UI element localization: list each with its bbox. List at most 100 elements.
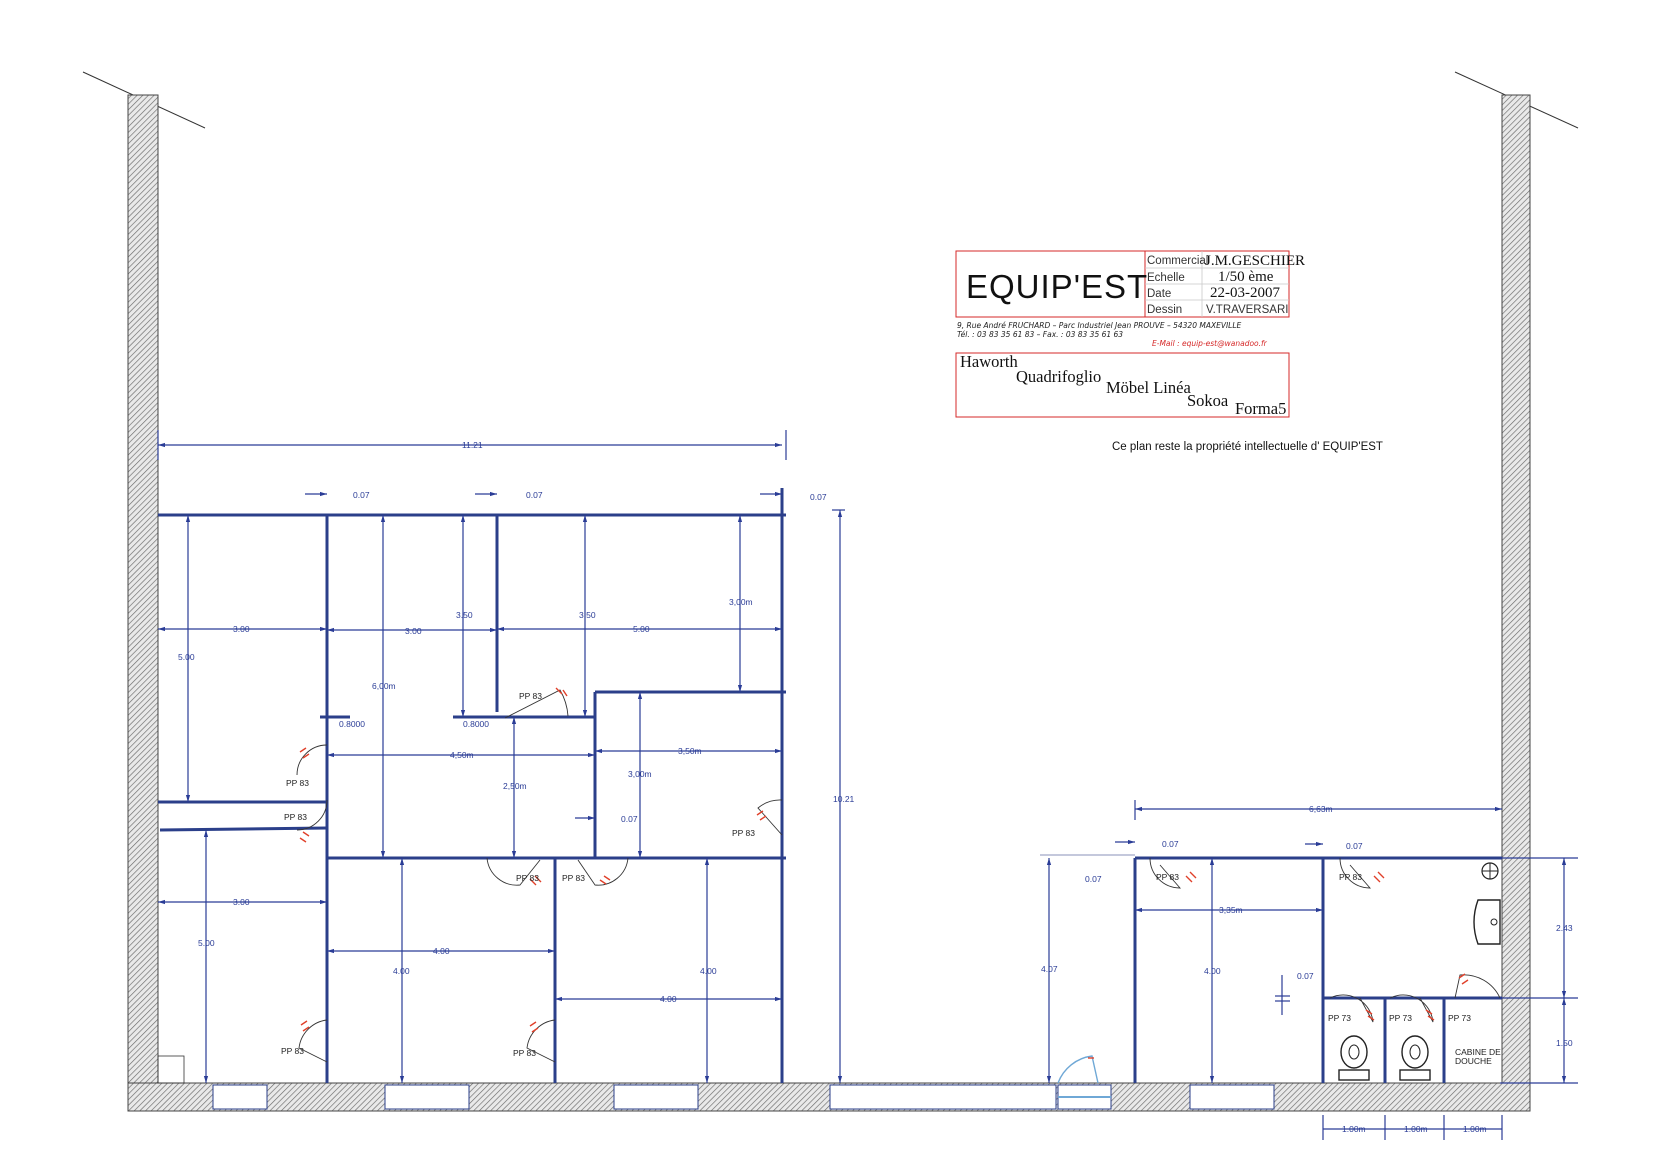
value-dessin: V.TRAVERSARI — [1206, 304, 1288, 316]
door-label: PP 83 — [732, 828, 755, 838]
brand-mobel-linea: Möbel Linéa — [1106, 378, 1191, 397]
dim-label-100c: 1.00m — [1463, 1124, 1487, 1134]
dim-label-300m-b: 3,00m — [628, 769, 652, 779]
door-label: PP 73 — [1389, 1013, 1412, 1023]
label-dessin: Dessin — [1147, 304, 1182, 316]
dim-label-007b: 0.07 — [526, 490, 543, 500]
door-label: PP 73 — [1448, 1013, 1471, 1023]
dim-label-500-top: 5.00 — [633, 624, 650, 634]
dim-label-400b: 4.00 — [393, 966, 410, 976]
dim-label-400a: 4.00 — [433, 946, 450, 956]
door-label: PP 83 — [1339, 872, 1362, 882]
door-pp83-5 — [486, 857, 542, 886]
label-echelle: Echelle — [1147, 272, 1185, 284]
door-pp83-3 — [504, 687, 569, 719]
label-date: Date — [1147, 288, 1171, 300]
door-label: PP 83 — [513, 1048, 536, 1058]
dim-label-350b: 3.50 — [579, 610, 596, 620]
value-commercial: J.M.GESCHIER — [1205, 253, 1305, 269]
dim-label-500-left: 5.00 — [178, 652, 195, 662]
dim-label-08000a: 0.8000 — [339, 719, 365, 729]
column-base — [157, 1055, 185, 1084]
brand-sokoa: Sokoa — [1187, 391, 1229, 410]
value-date: 22-03-2007 — [1210, 285, 1280, 301]
door-label: PP 83 — [286, 778, 309, 788]
door-entrance — [1057, 1055, 1099, 1084]
door-label: PP 83 — [516, 873, 539, 883]
sanitary-fixtures — [1338, 862, 1501, 1081]
title-block: EQUIP'EST Commercial J.M.GESCHIER Echell… — [955, 250, 1383, 453]
door-pp83-6 — [577, 857, 629, 886]
dimension-lines — [157, 430, 1578, 1140]
shower-label: CABINE DE — [1455, 1047, 1501, 1057]
doors — [296, 687, 1501, 1084]
dim-label-335: 3,35m — [1219, 905, 1243, 915]
door-label: PP 83 — [562, 873, 585, 883]
brand-forma5: Forma5 — [1235, 399, 1286, 418]
door-label: PP 83 — [284, 812, 307, 822]
door-label: PP 83 — [519, 691, 542, 701]
dim-label-150: 1.50 — [1556, 1038, 1573, 1048]
dim-label-407: 4.07 — [1041, 964, 1058, 974]
address-line-1: 9, Rue André FRUCHARD – Parc Industriel … — [957, 321, 1242, 330]
shower-label-2: DOUCHE — [1455, 1056, 1492, 1066]
dim-label-600: 6,00m — [372, 681, 396, 691]
address-line-2: Tél. : 03 83 35 61 83 – Fax. : 03 83 35 … — [957, 330, 1123, 339]
company-name: EQUIP'EST — [966, 268, 1148, 305]
brand-haworth: Haworth — [960, 352, 1018, 371]
dim-label-300-bl: 3.00 — [233, 897, 250, 907]
door-pp83-8 — [526, 1019, 556, 1063]
brands-frame — [955, 352, 1290, 418]
door-pp83-7 — [298, 1019, 328, 1063]
corridor-line — [159, 826, 328, 832]
door-label: PP 83 — [281, 1046, 304, 1056]
wall-bottom — [127, 1082, 1531, 1112]
window-3 — [613, 1084, 699, 1110]
door-pp83-10 — [1339, 857, 1385, 889]
window-4 — [829, 1084, 1057, 1110]
door-wc-1 — [1329, 994, 1375, 1023]
dim-label-300-r2: 3.00 — [405, 626, 422, 636]
email: E-Mail : equip-est@wanadoo.fr — [1152, 339, 1268, 348]
dim-label-007a: 0.07 — [353, 490, 370, 500]
dim-label-350a: 3.50 — [456, 610, 473, 620]
dim-label-663: 6,63m — [1309, 804, 1333, 814]
washbasin — [1473, 899, 1501, 945]
label-commercial: Commercial — [1147, 255, 1208, 267]
dim-label-500-bl: 5.00 — [198, 938, 215, 948]
door-labels: PP 83 PP 83 PP 83 PP 83 PP 83 PP 83 PP 8… — [281, 691, 1501, 1066]
dim-label-400c: 4.00 — [700, 966, 717, 976]
window-1 — [212, 1084, 268, 1110]
toilet-2 — [1399, 1035, 1431, 1081]
door-pp83-9 — [1149, 857, 1197, 889]
exterior-walls — [82, 71, 1579, 1112]
dim-label-450: 4,50m — [450, 750, 474, 760]
door-shower — [1454, 973, 1501, 999]
dim-label-100a: 1.00m — [1342, 1124, 1366, 1134]
door-pp83-2 — [296, 799, 328, 843]
wall-right — [1501, 94, 1531, 1112]
dim-label-350m: 3,50m — [678, 746, 702, 756]
dim-label-08000b: 0.8000 — [463, 719, 489, 729]
dim-label-007c: 0.07 — [810, 492, 827, 502]
office-partitions — [158, 488, 1502, 1083]
dim-label-250: 2,50m — [503, 781, 527, 791]
dim-label-300-r1: 3.00 — [233, 624, 250, 634]
door-label: PP 83 — [1156, 872, 1179, 882]
door-wc-2 — [1389, 994, 1435, 1023]
dim-label-400e: 4.00 — [1204, 966, 1221, 976]
dim-label-007h: 0.07 — [1297, 971, 1314, 981]
dim-label-11-21: 11.21 — [462, 440, 483, 450]
door-label: PP 73 — [1328, 1013, 1351, 1023]
dim-label-100b: 1.00m — [1404, 1124, 1428, 1134]
window-2 — [384, 1084, 470, 1110]
dim-label-243: 2.43 — [1556, 923, 1573, 933]
copyright-notice: Ce plan reste la propriété intellectuell… — [1112, 441, 1383, 453]
value-echelle: 1/50 ème — [1218, 269, 1274, 285]
wall-left — [127, 94, 159, 1112]
dim-label-1021: 10.21 — [833, 794, 855, 804]
window-5 — [1189, 1084, 1275, 1110]
dimension-labels: 11.21 0.07 0.07 0.07 3.00 3.00 5.00 5.00… — [178, 440, 1573, 1134]
dim-label-400d: 4.00 — [660, 994, 677, 1004]
